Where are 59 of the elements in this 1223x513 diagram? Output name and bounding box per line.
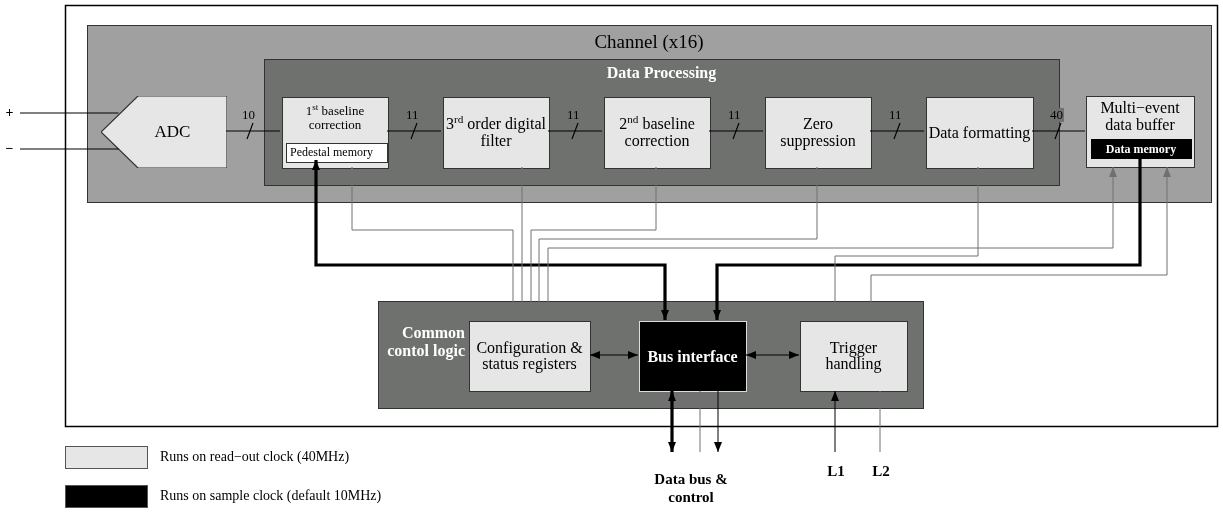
arrow (312, 160, 669, 320)
connector-line (19, 148, 119, 150)
connector-line (1031, 130, 1086, 132)
edge-label: 40 (1049, 108, 1064, 122)
process-box (469, 321, 591, 392)
edge-label: 11 (566, 108, 581, 122)
box-label: L1 (826, 462, 846, 480)
box-label: L2 (871, 462, 891, 480)
box-label: Zero suppression (779, 116, 857, 150)
connector-line (19, 112, 119, 114)
box-label: Bus interface (646, 348, 739, 365)
box-label: ADC (153, 123, 192, 141)
panel-title: Channel (x16) (593, 32, 705, 52)
box-label: Data formatting (927, 124, 1032, 142)
arrow (696, 390, 704, 453)
memory-box (1091, 139, 1192, 159)
arrow (713, 157, 1142, 320)
control-panel (378, 301, 924, 409)
process-box (443, 97, 550, 169)
process-box (800, 321, 908, 392)
panel-title: Common contol logic (387, 324, 465, 361)
connector-line (869, 130, 925, 132)
box-label: Configuration & status registers (475, 339, 584, 374)
edge-label: 11 (888, 108, 903, 122)
arrow (831, 390, 839, 453)
panel-title: Data Processing (605, 65, 718, 82)
arrow (668, 391, 676, 452)
arrow (589, 351, 639, 359)
process-box (765, 97, 872, 169)
channel-panel (87, 25, 1212, 203)
process-box (926, 97, 1034, 169)
buffer-box (1086, 96, 1195, 168)
legend-label: Runs on read−out clock (40MHz) (160, 449, 350, 465)
box-label: + (4, 105, 15, 121)
box-label: Data memory (1104, 142, 1178, 156)
arrow (745, 351, 800, 359)
process-box (282, 97, 389, 169)
arrow (876, 390, 884, 453)
edge-label: 11 (727, 108, 742, 122)
interface-box (639, 321, 747, 392)
process-box (604, 97, 711, 169)
connector-line (708, 130, 764, 132)
arrow (714, 390, 722, 453)
box-label: Data bus & control (653, 470, 729, 506)
box-label: 1$^{st}$ baseline correction (304, 104, 366, 132)
box-label: 3$^{rd}$ order digital filter (445, 116, 547, 150)
edge-label: 10 (241, 108, 256, 122)
connector-line (386, 130, 442, 132)
box-label: Multi−event data buffer (1099, 100, 1181, 134)
box-label: − (4, 141, 15, 157)
adc-pentagon (101, 96, 227, 168)
edge-label: 11 (405, 108, 420, 122)
box-label: 2$^{nd}$ baseline correction (618, 116, 696, 150)
box-label: Trigger handling (824, 339, 883, 374)
legend-label: Runs on sample clock (default 10MHz) (160, 488, 382, 504)
memory-box (286, 143, 388, 163)
connector-line (225, 130, 281, 132)
box-label: Pedestal memory (290, 146, 373, 159)
connector-line (547, 130, 603, 132)
